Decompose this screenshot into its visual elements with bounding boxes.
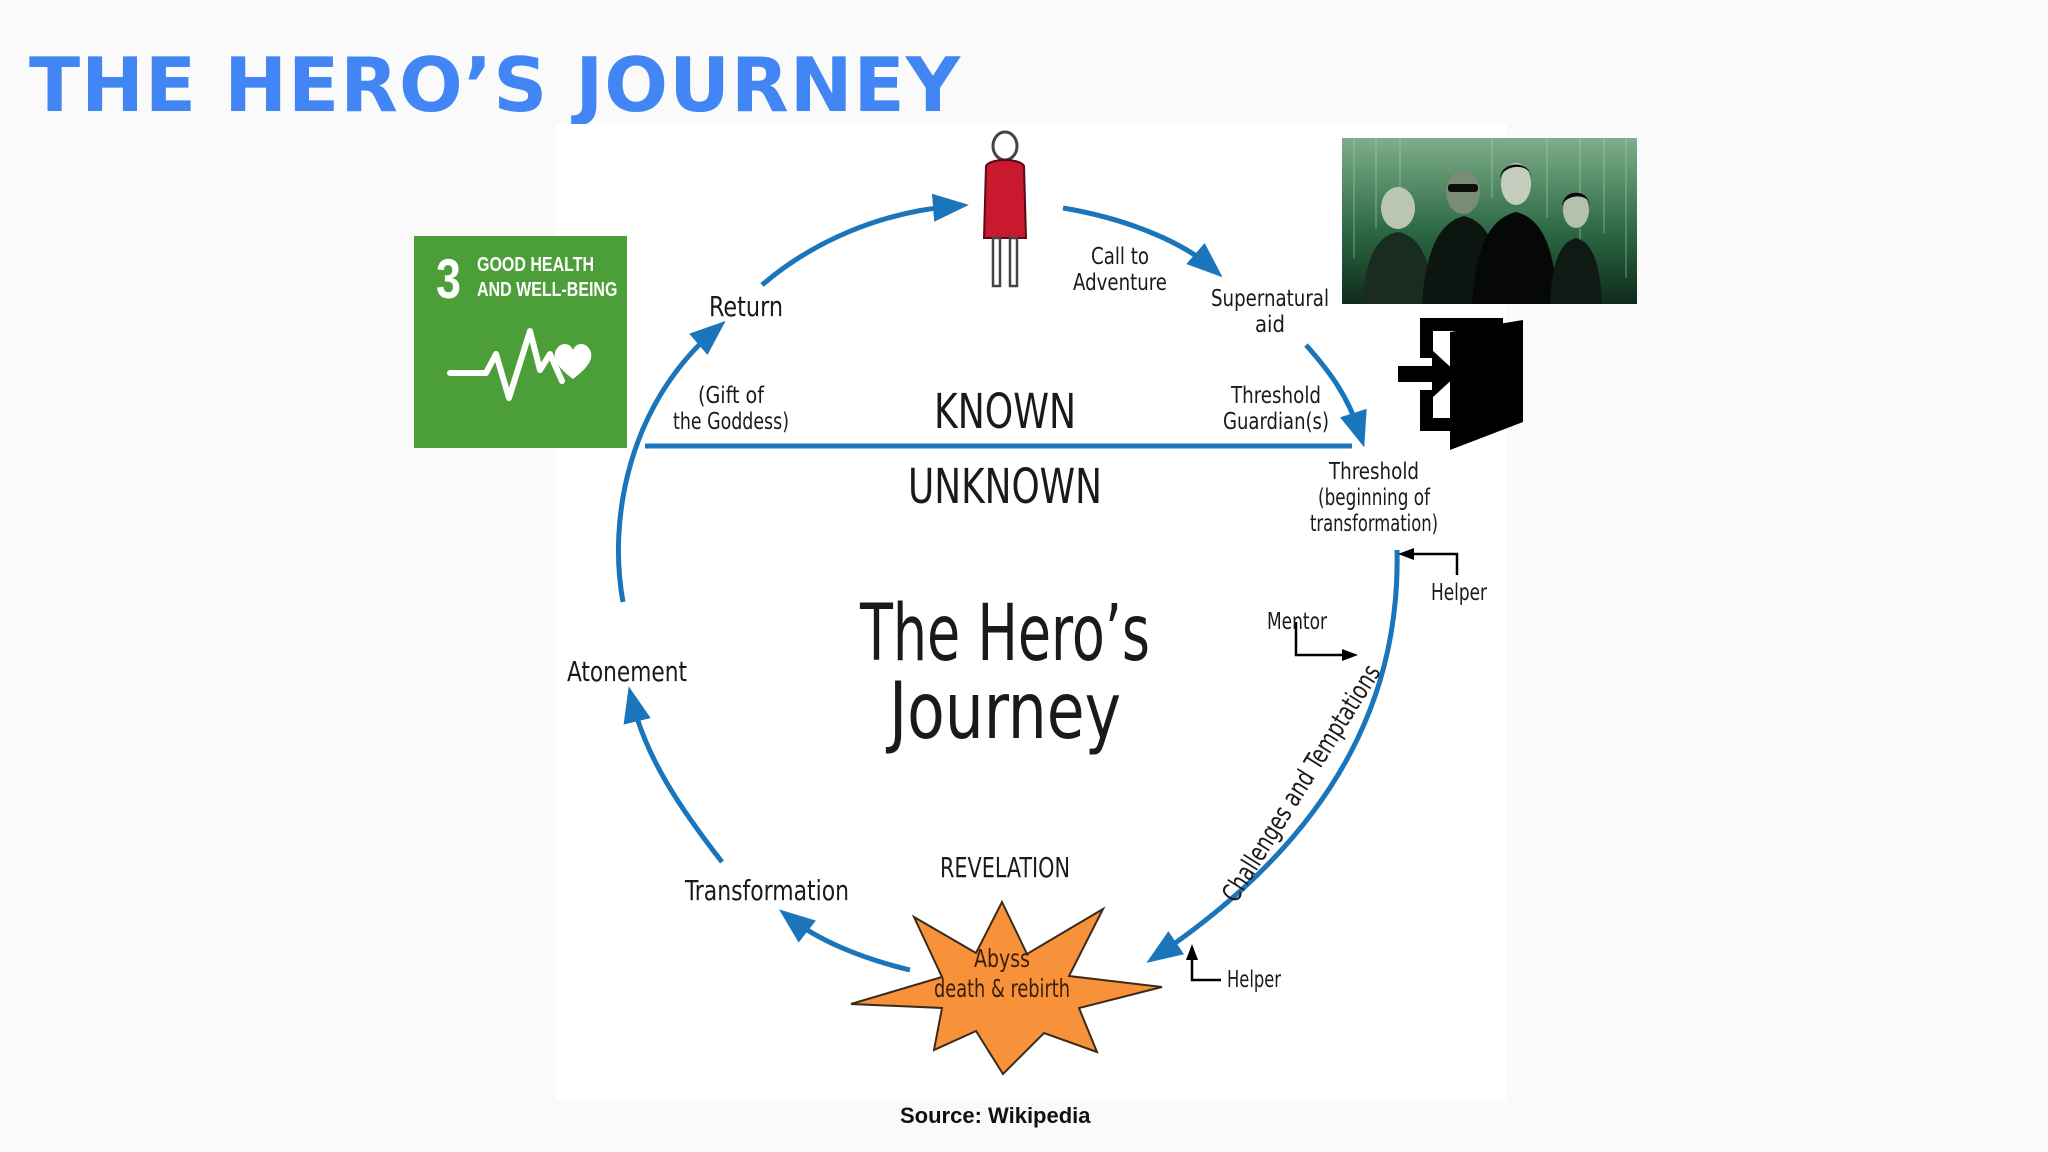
- transformation-label: Transformation: [684, 874, 849, 907]
- abyss-label-line-2: death & rebirth: [934, 974, 1070, 1003]
- call-to-adventure-line-1: Call to: [1091, 244, 1149, 270]
- revelation-label: REVELATION: [940, 851, 1070, 884]
- heartbeat-heart-icon: [447, 328, 592, 401]
- arc-to-supernatural-aid: [1062, 205, 1223, 278]
- challenges-and-temptations-label: Challenges and Temptations: [1216, 659, 1387, 907]
- sdg-label-line-1: GOOD HEALTH: [477, 254, 595, 276]
- arc-challenges: [1146, 549, 1400, 963]
- center-title-line-1: The Hero’s: [859, 589, 1150, 679]
- arc-to-return: [616, 320, 726, 603]
- matrix-movie-photo: [1342, 138, 1637, 304]
- threshold-line-1: Threshold: [1328, 459, 1419, 485]
- threshold-line-2: (beginning of: [1318, 485, 1431, 511]
- threshold-line-3: transformation): [1310, 511, 1438, 537]
- sdg-good-health-tile: 3 GOOD HEALTH AND WELL-BEING: [414, 236, 627, 448]
- unknown-label: UNKNOWN: [908, 459, 1102, 515]
- sdg-number: 3: [436, 247, 461, 310]
- arc-to-threshold: [1304, 343, 1367, 448]
- hero-figure: [982, 130, 1028, 288]
- arc-to-transformation: [778, 909, 911, 973]
- source-caption: Source: Wikipedia: [900, 1103, 1091, 1128]
- abyss-star: [850, 899, 1163, 1076]
- supernatural-aid-line-1: Supernatural: [1211, 286, 1329, 312]
- mentor-label: Mentor: [1267, 609, 1327, 635]
- atonement-label: Atonement: [567, 655, 687, 688]
- helper-bottom-arrow: [1186, 944, 1221, 982]
- center-title-line-2: Journey: [885, 667, 1121, 757]
- helper-bottom-label: Helper: [1227, 967, 1281, 993]
- call-to-adventure-line-2: Adventure: [1073, 270, 1167, 296]
- slide-title: THE HERO’S JOURNEY: [29, 41, 962, 129]
- threshold-guardian-line-2: Guardian(s): [1223, 409, 1329, 435]
- door-enter-icon: [1398, 318, 1523, 450]
- sdg-label-line-2: AND WELL-BEING: [477, 279, 618, 301]
- arc-to-hero: [760, 193, 969, 287]
- arc-to-atonement: [623, 686, 724, 864]
- supernatural-aid-line-2: aid: [1255, 312, 1285, 338]
- mentor-arrow: [1294, 622, 1358, 661]
- gift-of-goddess-line-1: (Gift of: [698, 383, 765, 409]
- return-label: Return: [709, 290, 783, 323]
- gift-of-goddess-line-2: the Goddess): [673, 409, 789, 435]
- helper-top-arrow: [1398, 548, 1459, 575]
- helper-top-label: Helper: [1431, 580, 1487, 606]
- sdg-label: GOOD HEALTH AND WELL-BEING: [477, 253, 618, 303]
- threshold-guardian-line-1: Threshold: [1230, 383, 1321, 409]
- abyss-label-line-1: Abyss: [974, 944, 1030, 973]
- known-label: KNOWN: [934, 384, 1076, 440]
